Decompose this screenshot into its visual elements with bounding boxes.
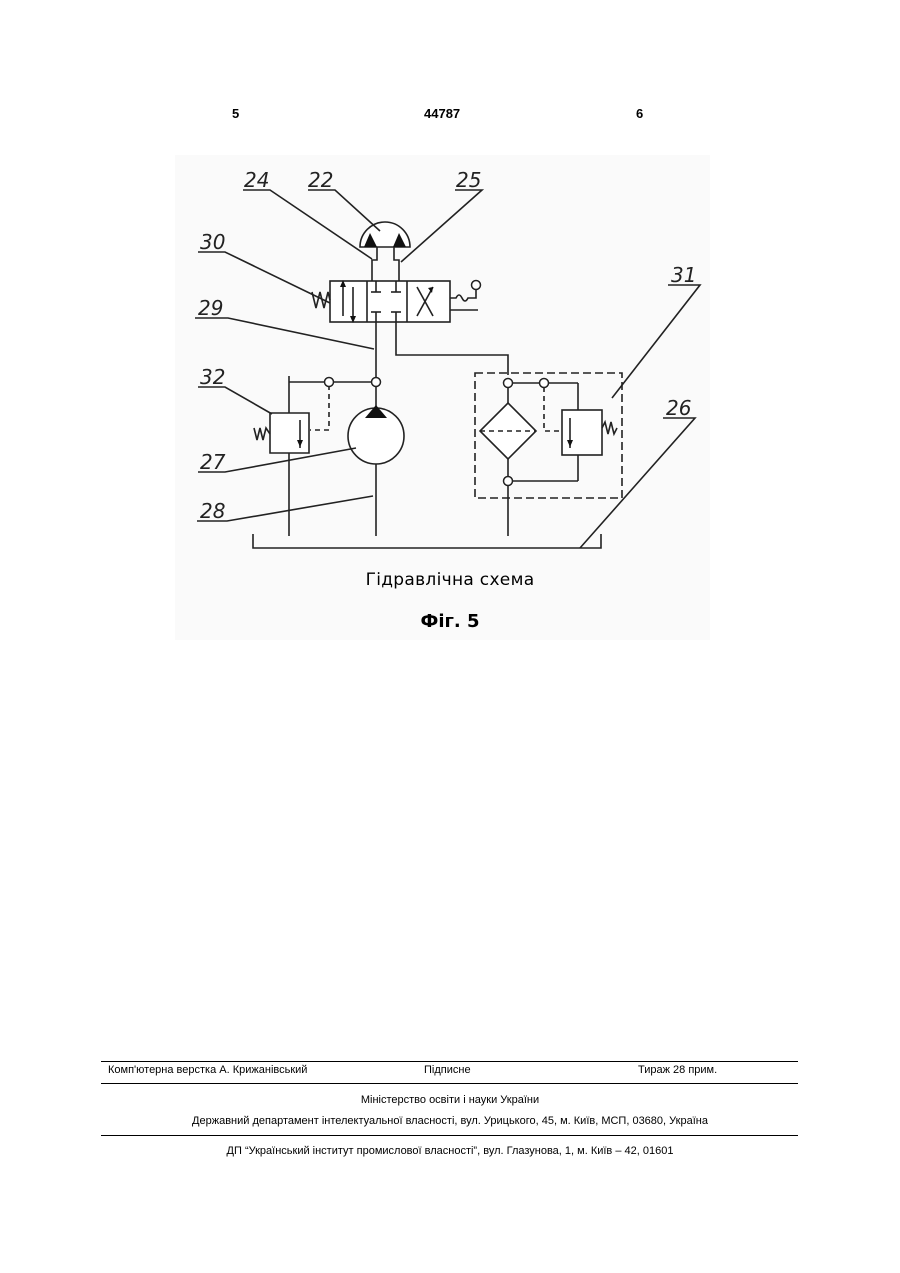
patent-number: 44787 (424, 106, 460, 121)
label-22: 22 (308, 168, 333, 192)
footer-institute: ДП “Український інститут промислової вла… (0, 1145, 900, 1157)
page-number-right: 6 (636, 106, 643, 121)
label-24: 24 (244, 168, 269, 192)
page-number-left: 5 (232, 106, 239, 121)
footer-ministry: Міністерство освіти і науки України (0, 1094, 900, 1106)
bypass-valve (562, 410, 602, 455)
footer-rule-top (101, 1061, 798, 1062)
figure-label: Фіг. 5 (0, 611, 900, 632)
label-25: 25 (456, 168, 481, 192)
label-31: 31 (671, 263, 696, 287)
label-32: 32 (200, 365, 225, 389)
footer-rule-bottom (101, 1135, 798, 1136)
label-27: 27 (200, 450, 226, 474)
footer-department: Державний департамент інтелектуальної вл… (0, 1115, 900, 1127)
label-29: 29 (198, 296, 223, 320)
footer-circulation: Тираж 28 прим. (638, 1064, 717, 1076)
relief-valve-32 (270, 413, 309, 453)
label-30: 30 (200, 230, 225, 254)
label-28: 28 (200, 499, 225, 523)
figure-caption: Гідравлічна схема (0, 570, 900, 590)
footer-typesetter: Комп'ютерна верстка А. Крижанівський (108, 1064, 307, 1076)
footer-rule-middle (101, 1083, 798, 1084)
hydraulic-diagram: 24 22 25 30 29 31 32 26 27 28 (175, 155, 710, 640)
footer-subscription: Підписне (424, 1064, 471, 1076)
label-26: 26 (666, 396, 691, 420)
